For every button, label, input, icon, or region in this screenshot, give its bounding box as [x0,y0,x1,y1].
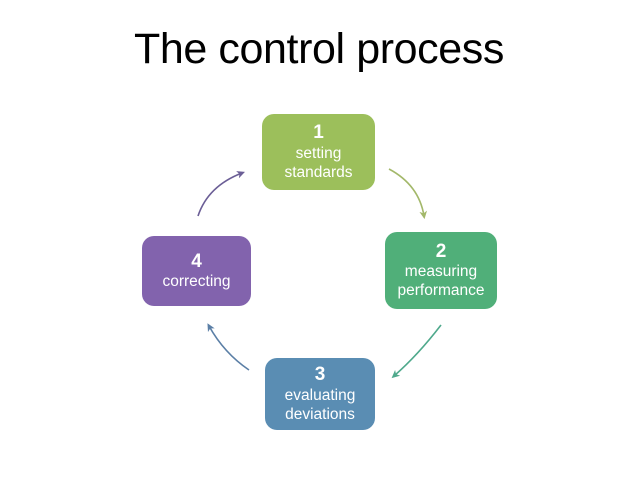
cycle-node-1-label: setting standards [284,144,353,181]
cycle-node-3-number: 3 [314,364,326,386]
cycle-node-3-label: evaluating deviations [284,386,356,423]
arrow-4-to-1-icon [197,171,245,217]
cycle-node-2-number: 2 [435,240,447,262]
cycle-node-1-setting-standards[interactable]: 1 setting standards [262,114,375,190]
cycle-node-4-label: correcting [162,273,231,291]
cycle-node-2-measuring-performance[interactable]: 2 measuring performance [385,232,497,309]
cycle-node-1-number: 1 [313,122,324,144]
cycle-node-3-evaluating-deviations[interactable]: 3 evaluating deviations [265,358,375,430]
arrow-3-to-4-icon [207,323,250,371]
page-title: The control process [133,25,504,73]
arrow-1-to-2-icon [388,168,428,220]
arrow-2-to-3-icon [391,324,442,379]
cycle-node-4-correcting[interactable]: 4 correcting [142,236,251,306]
cycle-node-4-number: 4 [191,250,202,272]
cycle-node-2-label: measuring performance [397,263,485,300]
